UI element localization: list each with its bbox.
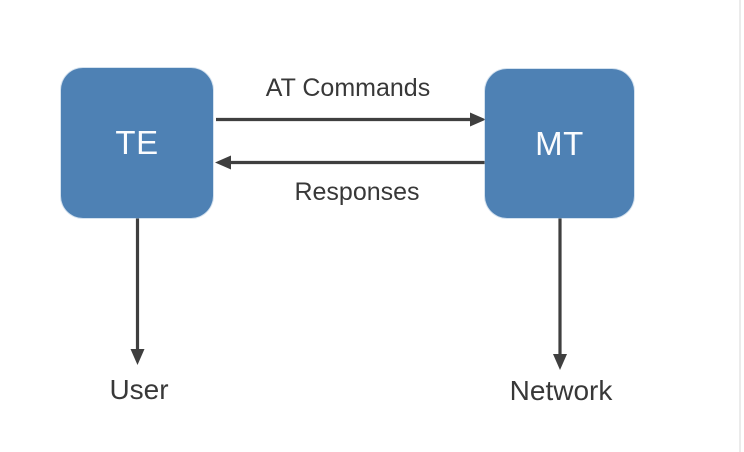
endpoint-label-network: Network [509, 375, 613, 406]
page-edge-divider [739, 0, 741, 452]
edge-label-responses: Responses [294, 178, 420, 206]
node-te: TE [61, 68, 213, 218]
edge-label-at-commands: AT Commands [265, 74, 431, 102]
node-mt: MT [485, 69, 634, 218]
endpoint-label-user: User [109, 374, 169, 405]
